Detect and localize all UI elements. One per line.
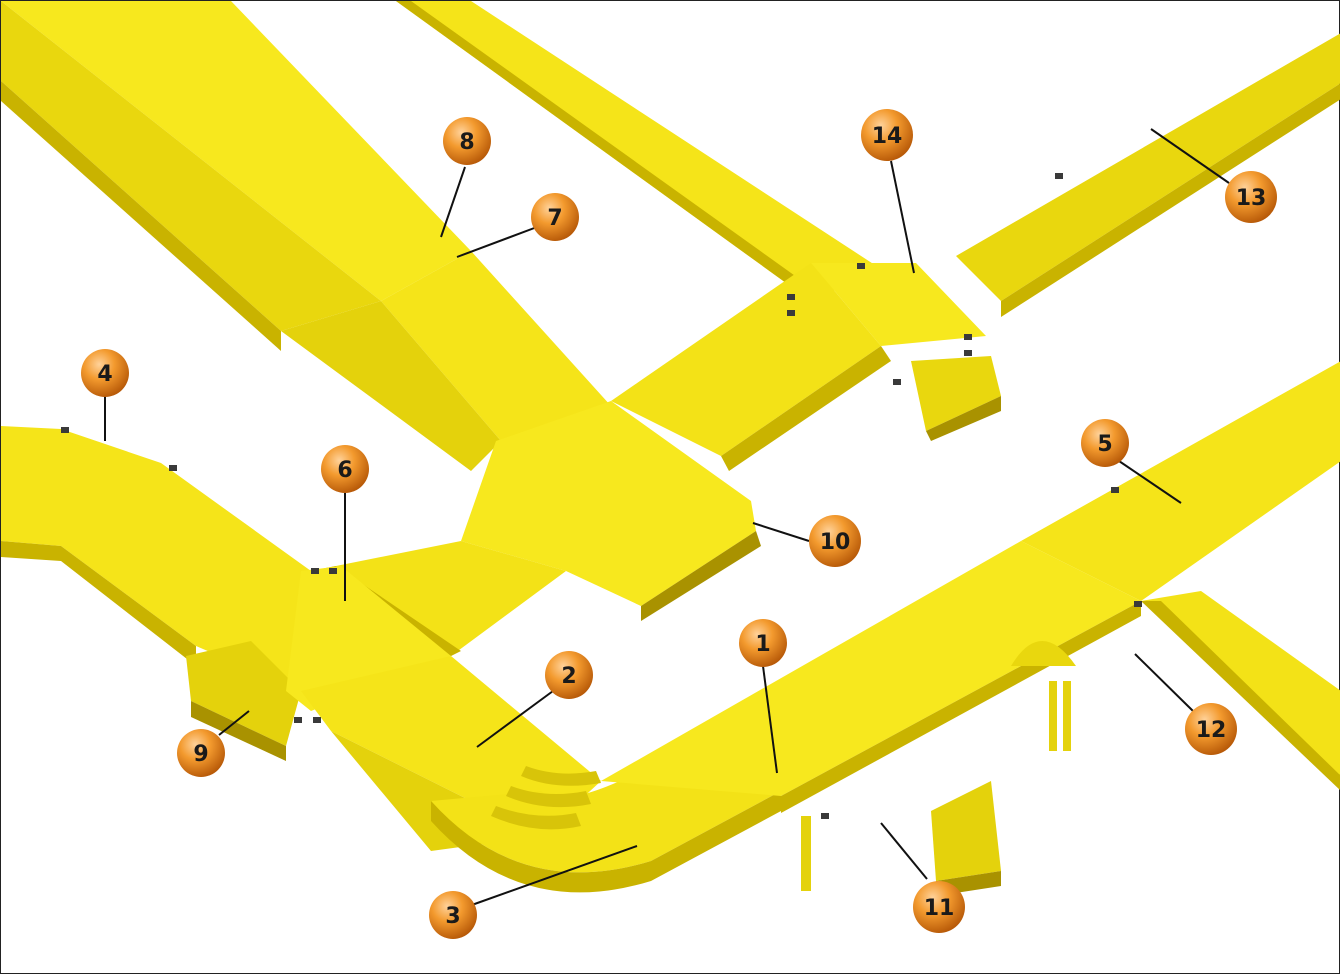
tray-run-main-diagonal [611,263,891,471]
callout-10-label: 10 [820,530,851,555]
tray-run-top-center [396,1,881,301]
callout-4-label: 4 [97,362,112,387]
callout-9: 9 [177,729,225,777]
callout-2: 2 [545,651,593,699]
tray-end-cap [186,641,301,761]
callout-3-label: 3 [445,904,460,929]
leader-12 [1134,653,1194,712]
leader-10 [752,522,810,542]
leader-7 [456,226,538,258]
callout-7-label: 7 [547,206,562,231]
tray-run-right-branch [1141,591,1340,791]
callout-2-label: 2 [561,664,576,689]
callout-6-label: 6 [337,458,352,483]
bend-ribs [491,766,601,830]
callout-9-label: 9 [193,742,208,767]
leader-9 [218,710,250,736]
tray-cross-fitting [811,263,1001,441]
callout-3: 3 [429,891,477,939]
callout-5: 5 [1081,419,1129,467]
leader-2 [476,690,554,748]
tray-run-upper-left [1,1,471,351]
tray-run-right-lower [1021,361,1340,601]
callout-13: 13 [1225,171,1277,223]
leader-1 [762,665,778,774]
callout-1-label: 1 [755,632,770,657]
leader-8 [440,166,466,238]
tray-system [1,1,1340,896]
leader-5 [1118,460,1182,504]
callout-12-label: 12 [1196,718,1227,743]
leader-lines [104,128,1230,907]
callout-5-label: 5 [1097,432,1112,457]
leader-3 [468,845,638,907]
tray-run-upper-right [956,33,1340,317]
callout-12: 12 [1185,703,1237,755]
joint-clips [61,173,1142,819]
callout-14: 14 [861,109,913,161]
callout-11-label: 11 [924,896,955,921]
tray-central-tee [461,401,761,621]
callout-6: 6 [321,445,369,493]
tray-run-lower [601,541,1141,896]
callout-14-label: 14 [872,124,903,149]
callout-11: 11 [913,881,965,933]
tray-run-to-bend [301,656,781,893]
callout-1: 1 [739,619,787,667]
tray-reducer [281,251,611,471]
callout-7: 7 [531,193,579,241]
leader-13 [1150,128,1230,184]
callout-8-label: 8 [459,130,474,155]
tray-run-left-elbow [1,426,311,691]
callouts: 1 2 3 4 5 6 7 8 [81,109,1277,939]
callout-4: 4 [81,349,129,397]
leader-14 [890,160,915,274]
callout-10: 10 [809,515,861,567]
leader-11 [880,822,928,880]
callout-8: 8 [443,117,491,165]
callout-13-label: 13 [1236,186,1267,211]
tray-tee-junction [286,566,451,711]
